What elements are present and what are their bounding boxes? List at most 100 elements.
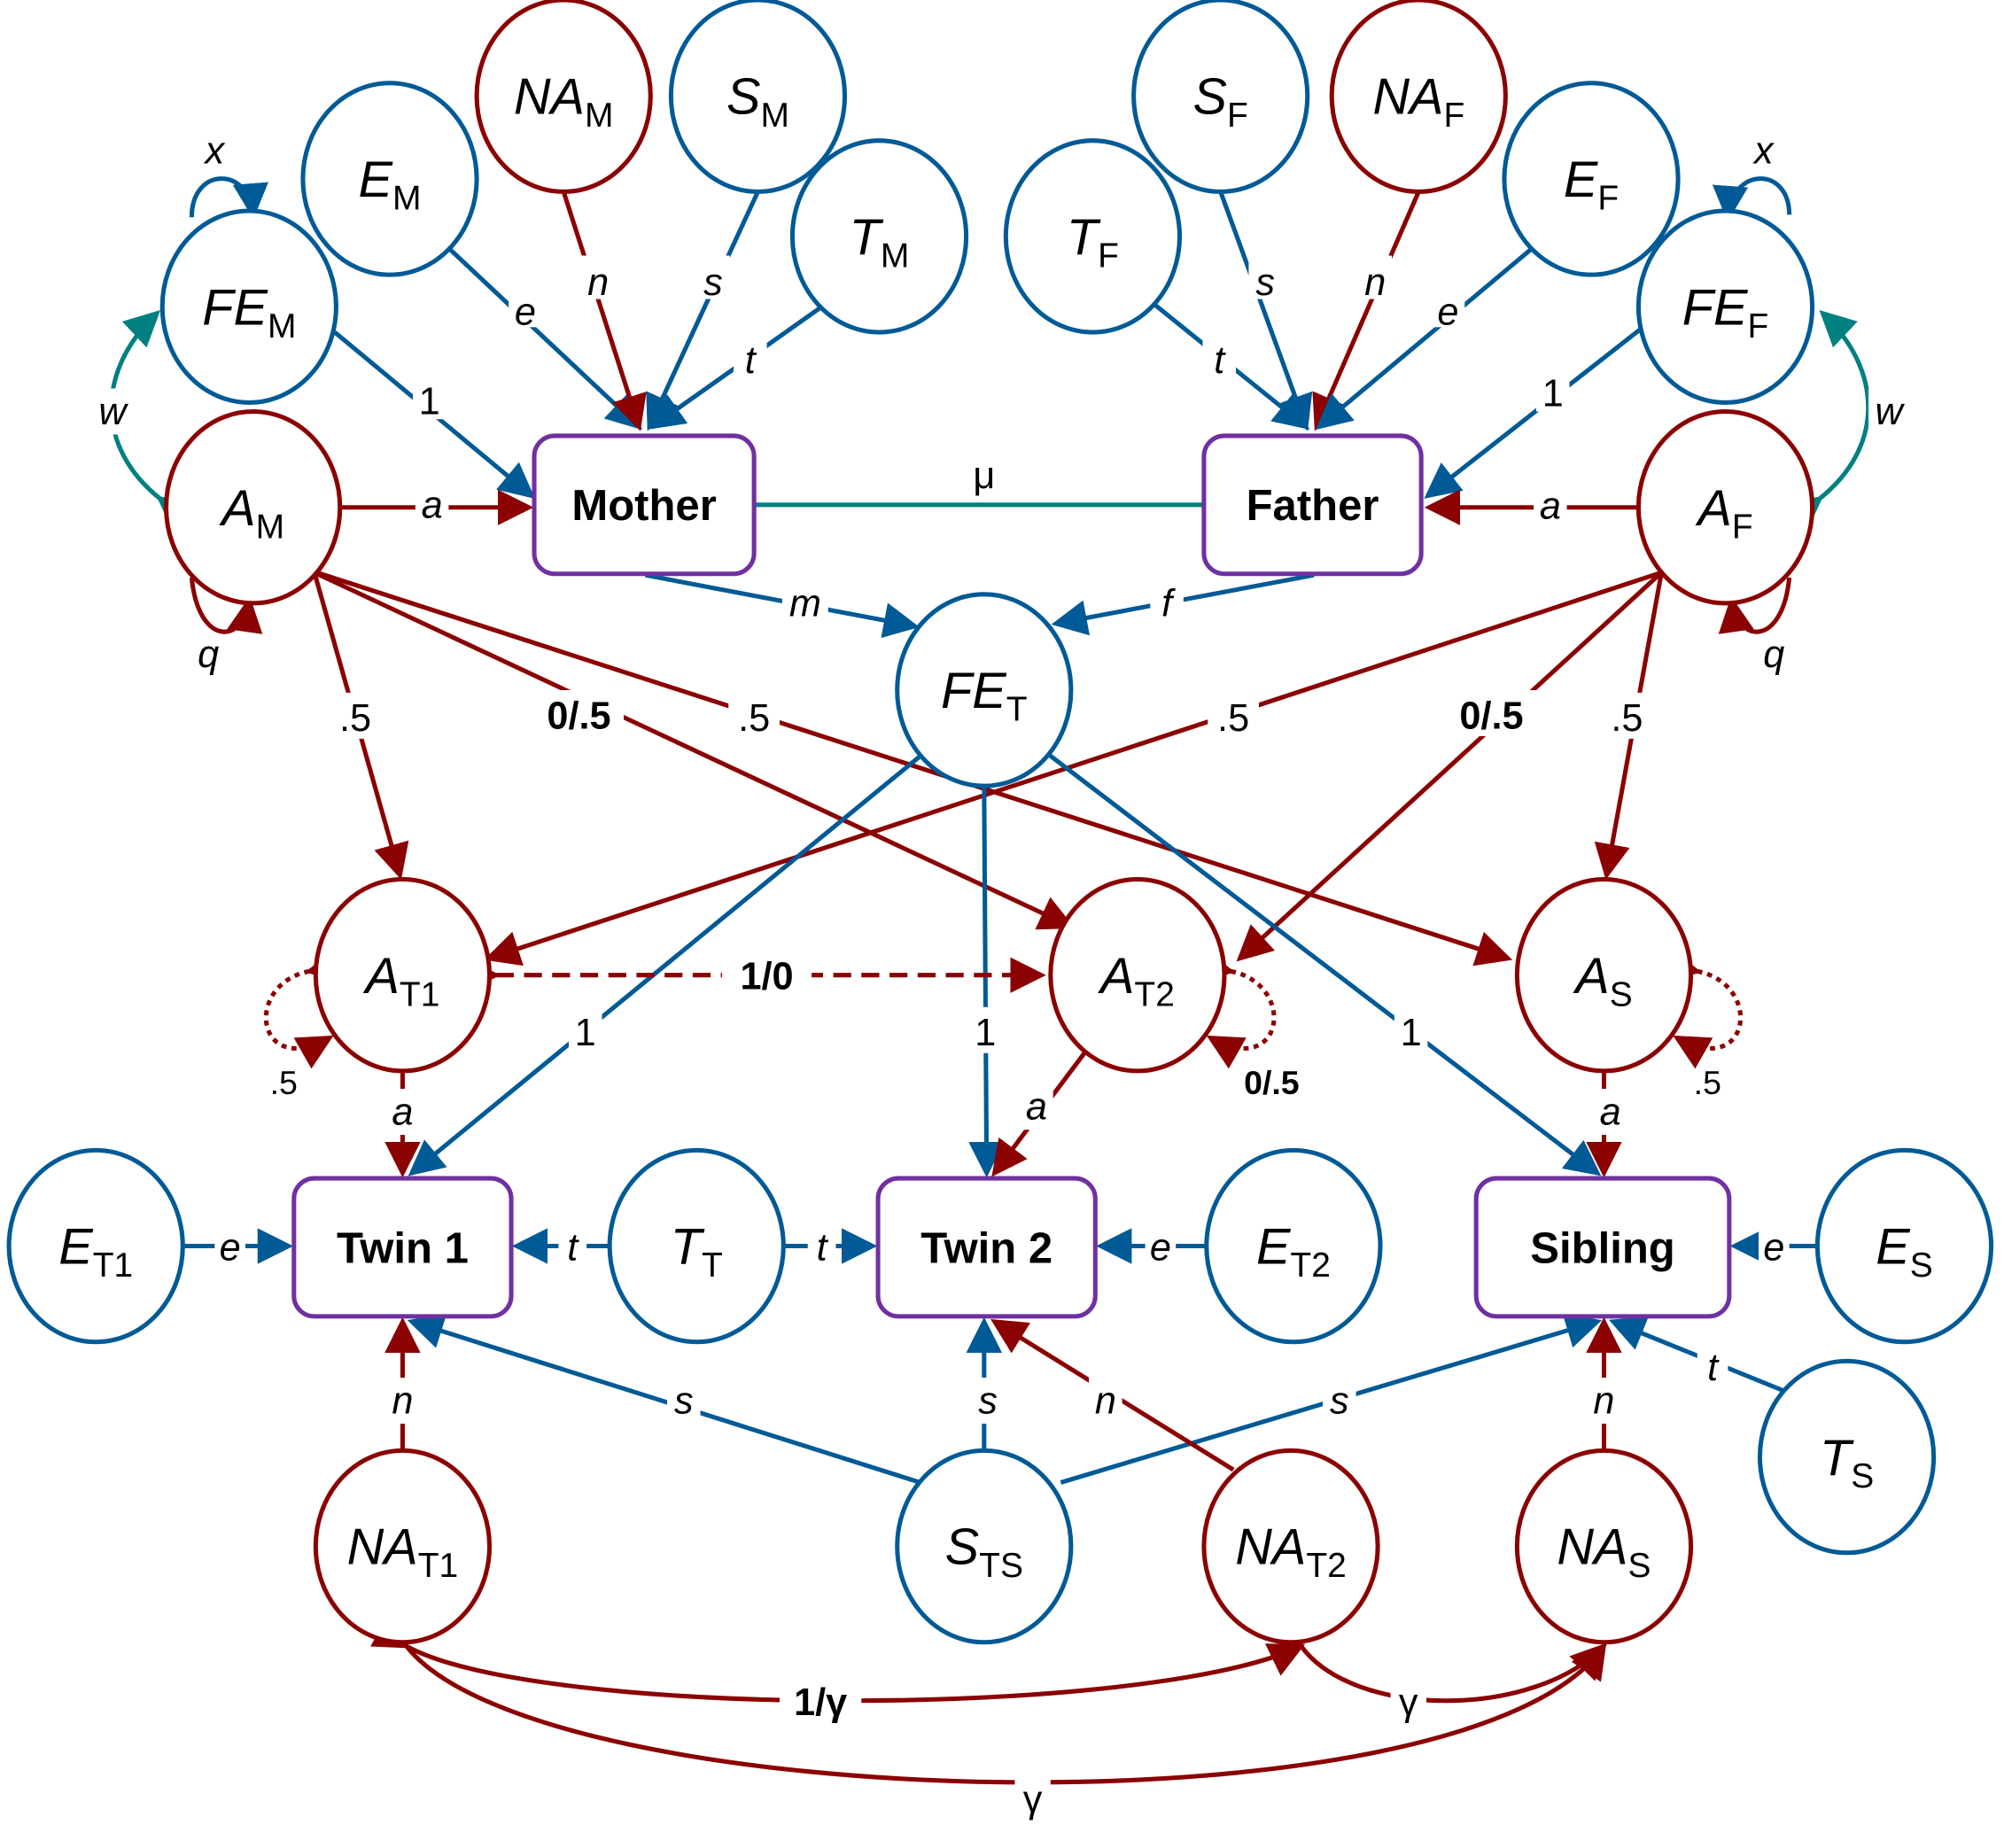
latent-e-m[interactable]: EM [300,81,479,277]
latent-fe-t[interactable]: FET [895,592,1074,788]
edge-STS-twin1 [407,1314,921,1485]
latent-t-f[interactable]: TF [1003,138,1183,335]
label-var-AT1: .5 [270,1064,298,1101]
node-label-subscript: M [760,97,788,135]
label-1-femother: 1 [419,380,440,423]
latent-e-s[interactable]: ES [1814,1147,1994,1345]
latent-t-m[interactable]: TM [789,138,969,335]
latent-fe-m[interactable]: FEM [159,208,338,405]
edges [109,176,1871,1785]
latent-a-m[interactable]: AM [164,408,343,606]
latent-s-f[interactable]: SF [1131,0,1310,194]
label-gamma-T2-S: γ [1399,1681,1418,1724]
label-a-mother: a [422,484,443,526]
box-twin2-label: Twin 2 [920,1224,1052,1272]
node-label-subscript: T1 [418,1547,458,1585]
node-label: AT1 [362,948,439,1013]
box-father[interactable]: Father [1201,433,1424,577]
box-twin1[interactable]: Twin 1 [291,1176,514,1319]
box-sibling[interactable]: Sibling [1473,1176,1732,1319]
node-ellipse [1635,408,1815,606]
node-ellipse [895,592,1074,788]
latent-na-t1[interactable]: NAT1 [313,1448,493,1645]
latent-e-t1[interactable]: ET1 [6,1147,185,1345]
node-ellipse [164,408,343,606]
node-ellipse [895,1448,1074,1645]
node-label: ES [1876,1219,1932,1285]
label-f: f [1161,582,1176,625]
latent-na-f[interactable]: NAF [1329,0,1508,194]
edge-q-father [1718,577,1792,634]
latent-s-ts[interactable]: STS [895,1448,1074,1645]
label-m: m [789,582,821,625]
node-ellipse [1514,1448,1694,1645]
node-label-subscript: F [1227,97,1248,135]
latent-a-t1[interactable]: AT1 [313,876,493,1074]
label-half-AM-AS: .5 [738,697,770,740]
edge-q-mother [189,577,263,634]
node-label-subscript: T2 [1306,1547,1346,1585]
label-t-mother: t [745,339,757,382]
latent-s-m[interactable]: SM [668,0,848,194]
node-label-subscript: M [268,307,296,346]
node-label-main: A [1695,480,1731,537]
latent-na-s[interactable]: NAS [1514,1448,1694,1645]
node-label-subscript: F [1098,237,1119,276]
latent-na-m[interactable]: NAM [474,0,653,194]
edge-AM-AT2 [313,570,1076,930]
node-ellipse [1201,1448,1380,1645]
label-s-twin2: s [978,1380,998,1423]
latent-e-t2[interactable]: ET2 [1204,1147,1383,1345]
node-label: AF [1695,480,1752,546]
label-x-father: x [1752,130,1775,173]
node-label-main: S [945,1519,979,1576]
label-gamma-T1-S: γ [1023,1779,1043,1821]
node-label: TM [850,209,910,275]
node-label: ET2 [1256,1219,1331,1285]
node-label-subscript: T [702,1246,723,1285]
latent-a-t2[interactable]: AT2 [1048,876,1227,1074]
edge-FET-twin2 [968,786,1005,1178]
node-label-main: T [671,1219,705,1276]
box-twin2[interactable]: Twin 2 [875,1176,1098,1319]
latent-na-t2[interactable]: NAT2 [1201,1448,1380,1645]
node-label-main: E [359,151,394,208]
label-half-AM-AT1: .5 [339,697,371,740]
node-label-subscript: M [585,97,613,135]
edge-w-father [1784,309,1871,532]
edge-NAT1-NAS [373,1610,1607,1785]
node-label-subscript: F [1597,180,1619,218]
latent-a-f[interactable]: AF [1635,408,1815,606]
latent-e-f[interactable]: EF [1502,81,1681,277]
node-ellipse [1131,0,1310,194]
box-father-label: Father [1247,482,1379,530]
node-label-subscript: T2 [1290,1246,1330,1285]
node-label: TS [1820,1430,1874,1495]
node-label-main: FE [1682,279,1749,336]
node-label: TT [671,1219,723,1285]
node-label: EF [1564,151,1619,217]
label-n-sibling: n [1593,1380,1614,1423]
node-label-subscript: S [1910,1246,1933,1285]
box-mother[interactable]: Mother [532,433,757,577]
latent-t-t[interactable]: TT [607,1147,786,1345]
node-label-subscript: T1 [93,1246,133,1285]
latent-t-s[interactable]: TS [1757,1358,1937,1556]
node-label-main: NA [347,1519,418,1576]
edge-AF-AT1 [484,570,1663,967]
node-ellipse [1757,1358,1937,1556]
node-label-subscript: M [256,508,284,546]
box-mother-label: Mother [571,482,716,530]
node-ellipse [607,1147,786,1345]
node-label-subscript: F [1732,508,1753,546]
node-label-main: S [726,68,760,125]
label-s-twin1: s [674,1380,694,1423]
node-label-subscript: TS [979,1547,1023,1585]
latent-a-s[interactable]: AS [1514,876,1694,1074]
node-label-main: E [1876,1219,1911,1276]
label-q-mother: q [198,633,219,676]
node-label: ET1 [58,1219,133,1285]
latent-fe-f[interactable]: FEF [1635,208,1815,405]
label-e-father: e [1437,291,1458,333]
